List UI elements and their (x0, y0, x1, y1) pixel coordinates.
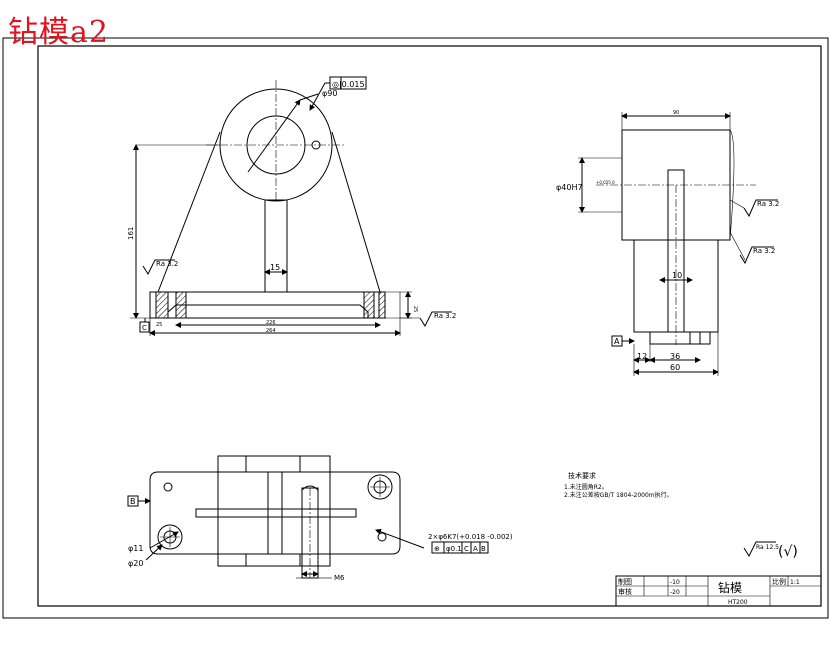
watermark-title: 钻模a2 (8, 15, 109, 50)
side-dim-36: 36 (670, 352, 680, 361)
top-hole-large: φ20 (128, 559, 143, 568)
top-hole-small: φ11 (128, 544, 143, 553)
front-rough-right: Ra 3.2 (434, 312, 456, 320)
top-frame-cell-0: ⊕ (434, 545, 440, 553)
outer-frame (2, 37, 829, 619)
top-frame-cell-4: B (481, 545, 486, 553)
notes-item-2: 2.未注公差按GB/T 1804-2000m执行。 (564, 491, 673, 499)
general-roughness: Ra 12.5 (√) (743, 541, 798, 560)
front-base-inner: 226 (266, 320, 276, 326)
side-width-label: 90 (673, 110, 679, 116)
side-dim-12: 12 (637, 352, 647, 361)
notes-item-1: 1.未注圆角R2。 (564, 483, 608, 491)
title-block (615, 575, 822, 607)
top-view (127, 455, 489, 579)
side-bore-tol: +0.025 0 (596, 180, 615, 185)
front-datum-c: C (142, 324, 147, 332)
side-dim-60: 60 (670, 363, 680, 372)
front-tol-frame: ◎|0.015 (332, 80, 365, 89)
tb-val-check: -20 (670, 589, 680, 596)
front-height-label: 161 (127, 227, 135, 240)
rough-general-paren: (√) (778, 544, 798, 560)
side-rib-label: 10 (672, 271, 682, 280)
side-view (578, 112, 778, 376)
side-rough-2: Ra 3.2 (753, 247, 775, 255)
tb-material: HT200 (728, 599, 748, 606)
side-rough-1: Ra 3.2 (757, 200, 779, 208)
tb-val-draw: -10 (670, 579, 680, 586)
tb-scale-value: 1:1 (790, 579, 800, 586)
front-depth-label: 25 (412, 306, 418, 312)
tb-scale-label: 比例 (772, 577, 786, 586)
top-frame-cell-3: A (473, 545, 478, 553)
front-base-total: 264 (266, 328, 276, 334)
front-rough-left: Ra 3.2 (156, 260, 178, 268)
side-bore-label: φ40H7 (556, 183, 583, 192)
inner-frame (37, 45, 822, 607)
front-rib-width: 15 (270, 263, 280, 272)
tb-part-name: 钻模 (718, 580, 742, 595)
top-view-labels: B φ11 φ20 M6 2×φ6K7(+0.018 -0.002) ⊕ φ0.… (128, 497, 513, 582)
top-frame-cell-2: C (464, 545, 469, 553)
front-view (130, 76, 452, 336)
top-frame-cell-1: φ0.1 (446, 545, 462, 553)
front-view-labels: ◎|0.015 φ90 161 15 Ra 3.2 Ra 3.2 25 226 … (127, 80, 456, 334)
side-datum-a: A (614, 337, 620, 346)
tb-label-draw: 制图 (618, 577, 632, 586)
rough-general: Ra 12.5 (756, 544, 779, 551)
front-dia-label: φ90 (322, 89, 337, 98)
top-slot-label: M6 (334, 574, 345, 582)
title-block-text: 制图 审核 -10 -20 钻模 比例 1:1 HT200 (618, 577, 800, 606)
top-datum-b: B (130, 497, 136, 506)
front-offset-label: 25 (156, 322, 162, 328)
notes-title: 技术要求 (568, 471, 596, 480)
top-pos-label: 2×φ6K7(+0.018 -0.002) (428, 533, 513, 541)
technical-notes: 技术要求 1.未注圆角R2。 2.未注公差按GB/T 1804-2000m执行。 (564, 471, 673, 499)
tb-label-check: 审核 (618, 587, 632, 596)
side-view-labels: 90 φ40H7 +0.025 0 Ra 3.2 Ra 3.2 10 12 36… (556, 110, 779, 372)
